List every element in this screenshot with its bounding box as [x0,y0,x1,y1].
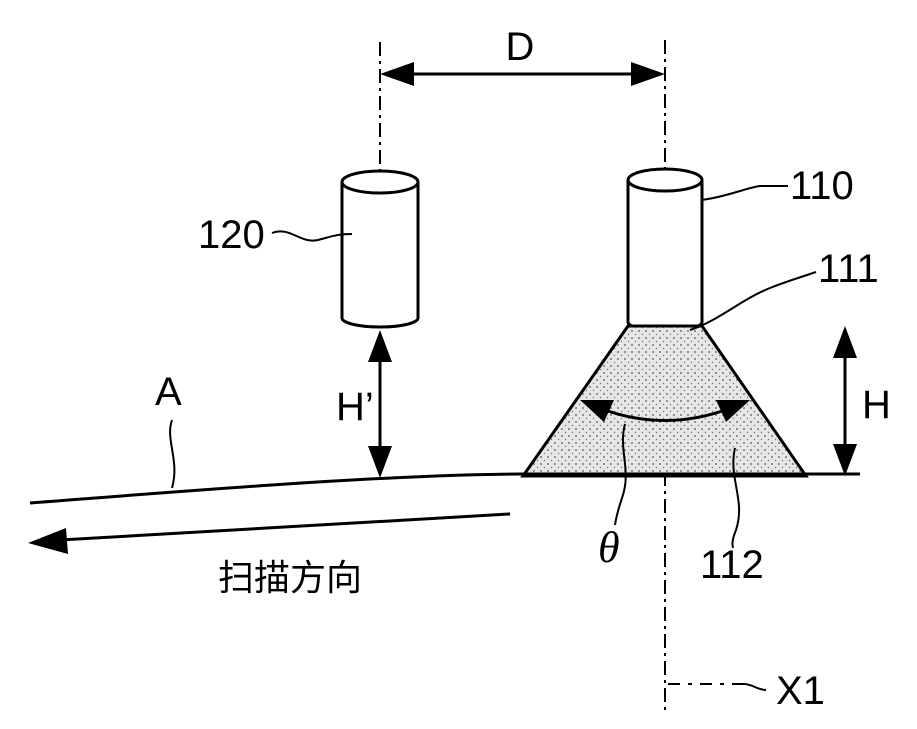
scan-direction-arrow [28,512,511,554]
scan-direction-label: 扫描方向 [218,558,362,599]
spray-cone-112 [520,324,809,478]
distance-d-arrow [380,62,665,86]
spray-112-leader [731,447,741,549]
nozzle-110-label: 110 [790,164,854,208]
spray-112-label: 112 [700,543,764,587]
sensor-120-cylinder [340,169,420,329]
theta-label: θ [598,523,620,572]
nozzle-110-leader [701,185,788,201]
height-h-arrow [833,326,857,476]
sensor-120-leader [271,230,353,242]
height-h-label: H [862,383,891,427]
spray-angle-arrow [580,400,750,422]
height-h-prime-arrow [368,330,392,478]
surface-a-label: A [155,370,182,414]
nozzle-tip-111-leader [689,271,817,331]
surface-a [29,472,860,505]
surface-a-leader [169,419,176,489]
sensor-120-label: 120 [198,213,265,257]
height-h-prime-label: H’ [336,385,374,429]
nozzle-tip-111-label: 111 [818,247,879,291]
distance-d-label: D [506,25,535,69]
x1-leader [668,683,767,691]
axis-x1-label: X1 [776,669,825,713]
nozzle-110-cylinder [626,167,704,333]
theta-leader [614,423,627,526]
